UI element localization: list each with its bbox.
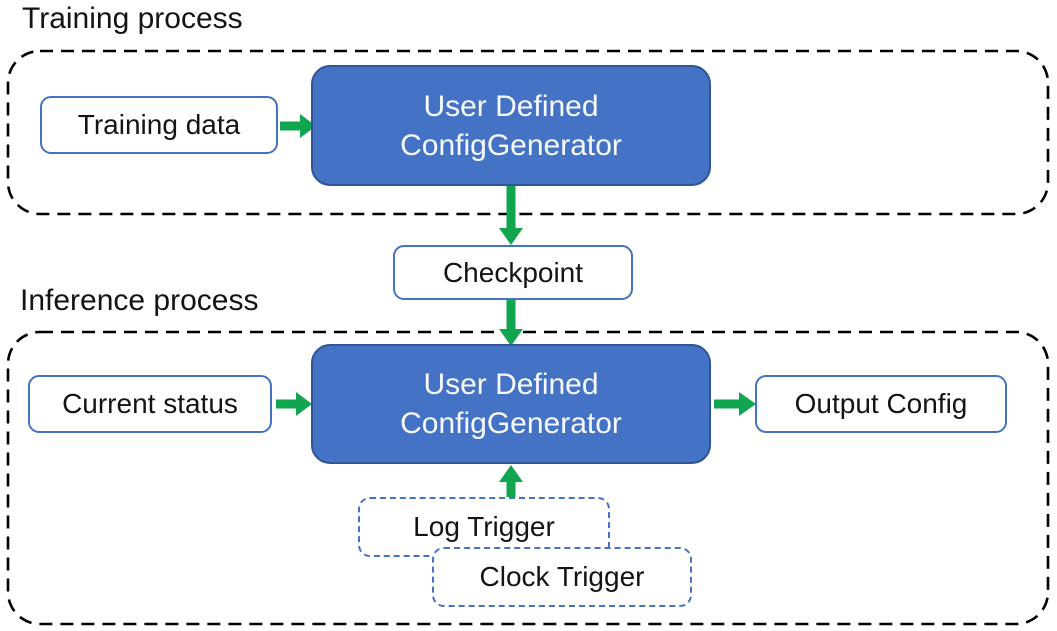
log-trigger-label: Log Trigger (413, 511, 555, 542)
current-status-label: Current status (62, 388, 238, 419)
current-status-box: Current status (28, 375, 272, 433)
arrow-generator-to-output (714, 392, 756, 416)
checkpoint-label: Checkpoint (442, 256, 584, 288)
inference-process-title: Inference process (20, 284, 259, 317)
training-process-title: Training process (22, 2, 243, 35)
clock-trigger-box: Clock Trigger (432, 547, 692, 607)
training-process-container (6, 49, 1050, 216)
training-generator-line1: User Defined (423, 89, 599, 123)
arrow-trigger-to-generator (499, 465, 523, 497)
arrow-currentstatus-to-generator (276, 392, 312, 416)
output-config-label: Output Config (794, 388, 968, 419)
inference-process-container (6, 330, 1050, 626)
inference-generator-box: User Defined ConfigGenerator (311, 344, 711, 464)
inference-generator-line1: User Defined (423, 368, 599, 401)
inference-generator-line2: ConfigGenerator (400, 407, 622, 440)
arrow-checkpoint-to-generator (499, 300, 523, 346)
arrow-generator-to-checkpoint (499, 186, 523, 245)
training-generator-box: User Defined ConfigGenerator (311, 65, 711, 186)
arrow-trainingdata-to-generator (280, 114, 316, 138)
training-data-label: Training data (77, 109, 241, 140)
output-config-box: Output Config (755, 375, 1007, 433)
training-generator-line2: ConfigGenerator (400, 128, 622, 162)
training-data-box: Training data (40, 96, 278, 154)
checkpoint-box: Checkpoint (393, 245, 633, 300)
clock-trigger-label: Clock Trigger (479, 561, 645, 592)
